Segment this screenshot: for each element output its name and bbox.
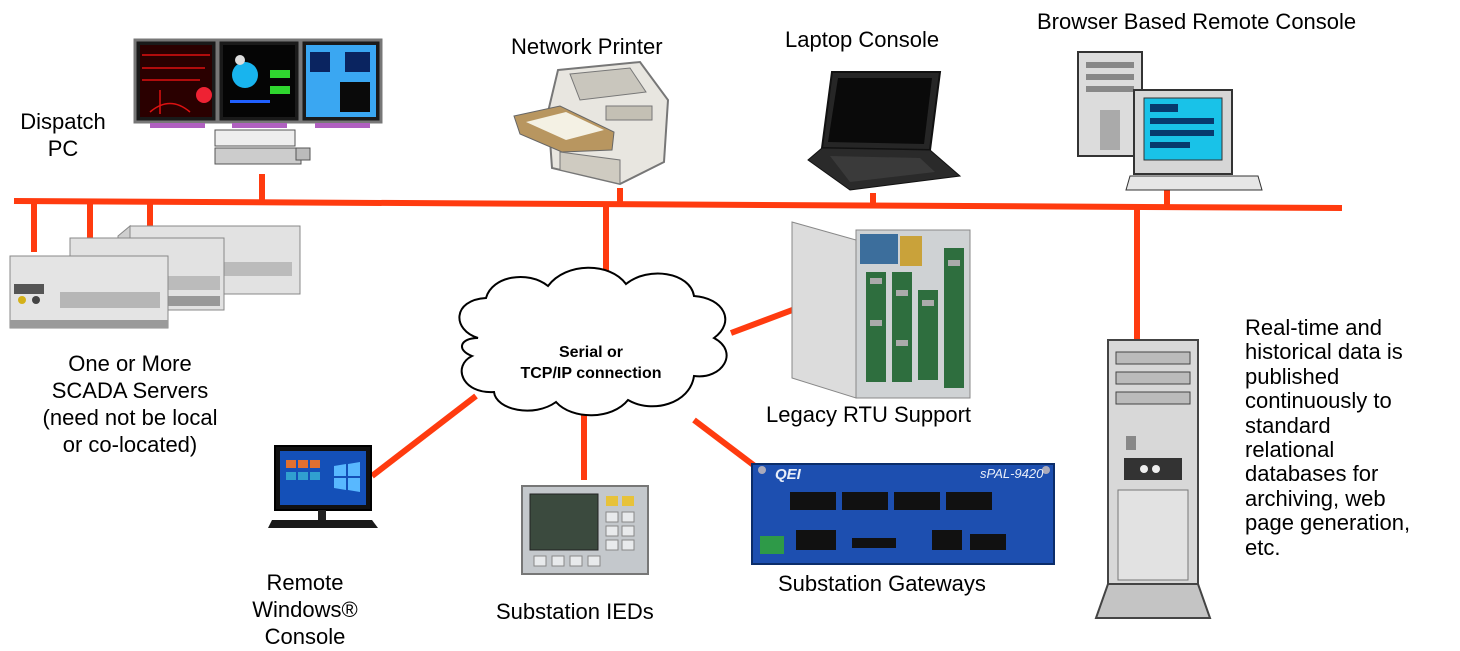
remote-windows-console-label: Remote Windows® Console: [252, 570, 358, 649]
network-cloud: [458, 266, 728, 417]
database-tower-icon: [1094, 339, 1212, 619]
legacy-rtu-label: Legacy RTU Support: [766, 402, 972, 427]
connection-cloud-label: Serial or TCP/IP connection: [520, 344, 662, 382]
dispatch-pc-label: Dispatch PC: [20, 109, 106, 161]
substation-gateways-label: Substation Gateways: [778, 571, 986, 596]
scada-servers-icon: [9, 224, 301, 329]
laptop-console-label: Laptop Console: [785, 27, 940, 52]
rtu-cabinet-icon: [791, 221, 971, 399]
network-bus: [13, 198, 1343, 211]
gateway-model-text: sPAL-9420: [980, 466, 1044, 481]
link-remote-console: [370, 393, 478, 479]
substation-ied-icon: [521, 485, 649, 575]
substation-gateway-icon: [751, 463, 1055, 565]
network-printer-label: Network Printer: [511, 34, 663, 59]
dispatch-pc-icon: [133, 38, 383, 165]
gateway-brand-text: QEI: [775, 466, 801, 483]
link-rtu: [729, 303, 805, 336]
database-note: Real-time and historical data is publish…: [1245, 315, 1411, 560]
server-unit-1: [9, 255, 169, 329]
substation-ieds-label: Substation IEDs: [496, 599, 654, 624]
printer-icon: [513, 60, 670, 186]
browser-console-icon: [1077, 51, 1263, 191]
remote-windows-console-icon: [268, 445, 378, 528]
laptop-icon: [807, 71, 962, 191]
scada-servers-label: One or More SCADA Servers (need not be l…: [42, 351, 218, 457]
browser-console-label: Browser Based Remote Console: [1037, 9, 1357, 34]
